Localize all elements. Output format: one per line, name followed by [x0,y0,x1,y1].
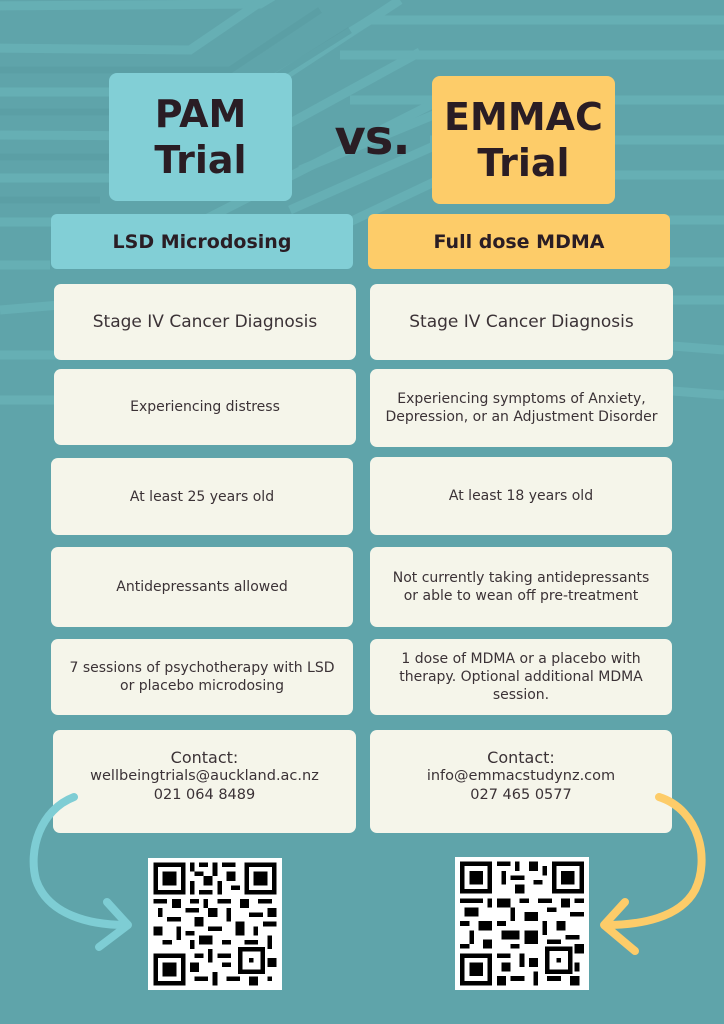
emmac-criterion-treatment: 1 dose of MDMA or a placebo with therapy… [370,639,672,715]
emmac-criterion-diagnosis: Stage IV Cancer Diagnosis [370,284,673,360]
pam-criterion-antidepressants: Antidepressants allowed [51,547,353,627]
criterion-text: Stage IV Cancer Diagnosis [409,312,634,332]
criterion-text: Experiencing symptoms of Anxiety, Depres… [385,391,658,425]
pam-title-line2: Trial [154,138,247,182]
pam-contact-phone[interactable]: 021 064 8489 [153,787,256,803]
criterion-text: 1 dose of MDMA or a placebo with therapy… [399,651,643,703]
pam-criterion-age: At least 25 years old [51,458,353,535]
pam-trial-title: PAM Trial [109,73,292,201]
criterion-text: Stage IV Cancer Diagnosis [92,312,318,332]
emmac-contact-phone[interactable]: 027 465 0577 [470,787,572,803]
emmac-trial-title: EMMAC Trial [432,76,615,204]
emmac-title-line2: Trial [477,141,570,185]
pam-criterion-diagnosis: Stage IV Cancer Diagnosis [54,284,356,360]
contact-label: Contact: [487,748,555,767]
criterion-text: At least 25 years old [129,488,275,505]
emmac-contact-card: Contact: info@emmacstudynz.com 027 465 0… [370,730,672,833]
emmac-qr-code-icon[interactable] [455,857,589,990]
emmac-subheading: Full dose MDMA [368,214,670,269]
versus-label: vs. [334,110,410,166]
emmac-criterion-age: At least 18 years old [370,457,672,535]
pam-contact-card: Contact: wellbeingtrials@auckland.ac.nz … [53,730,356,833]
emmac-criterion-symptoms: Experiencing symptoms of Anxiety, Depres… [370,369,673,447]
emmac-title-line1: EMMAC [444,95,603,139]
criterion-text: Antidepressants allowed [116,579,288,595]
pam-contact-email[interactable]: wellbeingtrials@auckland.ac.nz [90,768,319,784]
pam-title-line1: PAM [154,92,247,136]
contact-label: Contact: [170,748,239,767]
pam-subheading: LSD Microdosing [51,214,353,269]
criterion-text: At least 18 years old [448,488,594,504]
emmac-subheading-text: Full dose MDMA [433,230,605,253]
pam-criterion-treatment: 7 sessions of psychotherapy with LSD or … [51,639,353,715]
emmac-criterion-antidepressants: Not currently taking antidepressants or … [370,547,672,627]
criterion-text: Not currently taking antidepressants or … [392,570,650,604]
pam-qr-code-icon[interactable] [148,858,282,990]
criterion-text: Experiencing distress [130,399,280,415]
emmac-contact-email[interactable]: info@emmacstudynz.com [426,768,616,784]
pam-subheading-text: LSD Microdosing [112,230,292,253]
criterion-text: 7 sessions of psychotherapy with LSD or … [69,660,335,694]
pam-criterion-symptoms: Experiencing distress [54,369,356,445]
